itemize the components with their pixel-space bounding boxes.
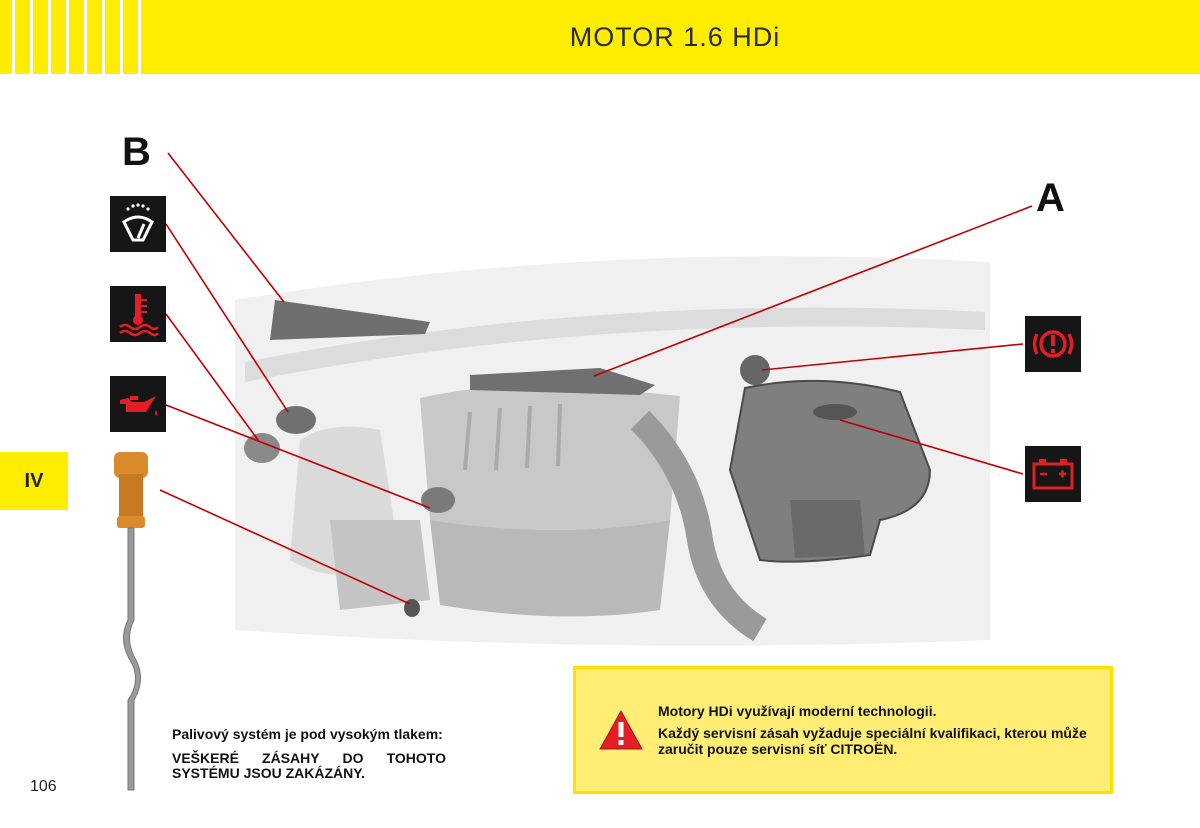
- oil-filler-cap: [421, 487, 455, 513]
- washer-cap: [244, 433, 280, 463]
- page-title: MOTOR 1.6 HDi: [569, 22, 781, 52]
- warning-triangle-icon: [599, 709, 643, 750]
- header-stripe: [138, 0, 141, 74]
- header-stripe: [48, 0, 51, 74]
- page-number: 106: [30, 778, 57, 795]
- section-label: IV: [24, 469, 44, 492]
- cross-member: [245, 307, 985, 382]
- warning-line2: Každý servisní zásah vyžaduje speciální …: [658, 725, 1087, 757]
- intake-hose: [630, 410, 767, 642]
- coolant-temperature-icon: [110, 286, 166, 342]
- brake-warning-icon: [1025, 316, 1081, 372]
- dipstick: [114, 452, 148, 791]
- header-stripe: [30, 0, 33, 74]
- fuel-system-note: Palivový systém je pod vysokým tlakem: V…: [172, 727, 446, 790]
- header-stripe: [66, 0, 69, 74]
- brake-fluid-reservoir: [740, 355, 770, 385]
- header-stripe: [102, 0, 105, 74]
- label-a: A: [1036, 176, 1065, 220]
- warning-text: Motory HDi využívají moderní technologii…: [658, 703, 1106, 763]
- warning-line1: Motory HDi využívají moderní technologii…: [658, 703, 937, 719]
- header-stripe: [120, 0, 123, 74]
- component-b: [270, 300, 430, 340]
- warning-box: Motory HDi využívají moderní technologii…: [573, 666, 1113, 794]
- fuel-note-line2: VEŠKERÉ ZÁSAHY DO TOHOTO SYSTÉMU JSOU ZA…: [172, 750, 446, 781]
- washer-fluid-icon: [110, 196, 166, 252]
- fuel-note-line1: Palivový systém je pod vysokým tlakem:: [172, 726, 443, 742]
- component-a: [470, 368, 655, 395]
- leader-lines: [159, 152, 1033, 605]
- oil-can-icon: [110, 376, 166, 432]
- section-tab: IV: [0, 452, 68, 510]
- battery-icon: [1025, 446, 1081, 502]
- battery-cover: [728, 379, 932, 563]
- header-stripe: [12, 0, 15, 74]
- engine-block: [430, 520, 670, 617]
- header-stripe: [84, 0, 87, 74]
- engine-cover: [420, 385, 680, 530]
- coolant-cap: [276, 406, 316, 434]
- label-b: B: [122, 130, 151, 174]
- header-bar: [0, 0, 1200, 74]
